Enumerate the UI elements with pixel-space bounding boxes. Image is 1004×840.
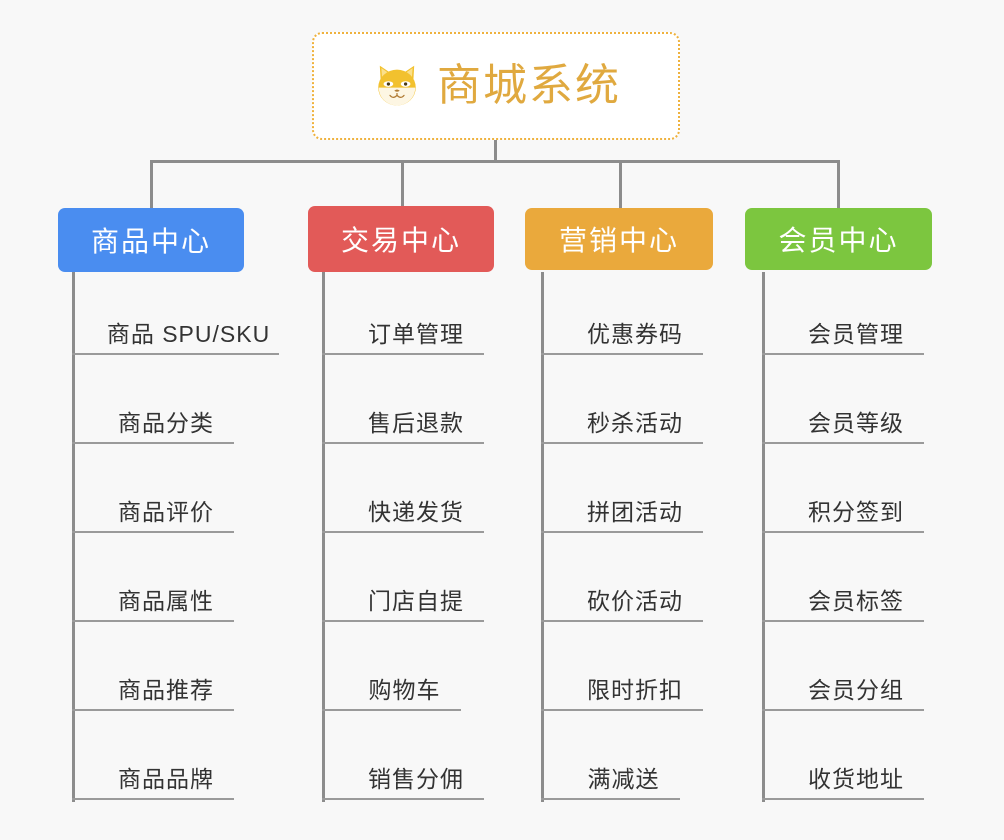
leaf-label: 售后退款 — [368, 409, 464, 436]
leaf-label: 商品属性 — [118, 587, 214, 614]
leaf-label: 商品分类 — [118, 409, 214, 436]
leaf-label: 商品推荐 — [118, 676, 214, 703]
leaf-label: 收货地址 — [808, 765, 904, 792]
leaf-item[interactable]: 订单管理 — [322, 266, 484, 355]
leaf-item[interactable]: 优惠券码 — [541, 266, 703, 355]
leaf-item[interactable]: 会员管理 — [762, 266, 924, 355]
leaf-label: 积分签到 — [808, 498, 904, 525]
leaf-label: 会员分组 — [808, 676, 904, 703]
leaf-item[interactable]: 商品品牌 — [72, 711, 234, 800]
leaf-label: 快递发货 — [368, 498, 464, 525]
category-header-member-center[interactable]: 会员中心 — [745, 208, 932, 270]
category-header-trade-center[interactable]: 交易中心 — [308, 206, 494, 272]
leaf-item[interactable]: 商品属性 — [72, 533, 234, 622]
connector-drop-trade-center — [401, 160, 404, 210]
connector-drop-marketing-center — [619, 160, 622, 210]
leaf-item[interactable]: 满减送 — [541, 711, 680, 800]
leaf-label: 满减送 — [587, 765, 660, 792]
leaf-label: 门店自提 — [368, 587, 464, 614]
leaf-item[interactable]: 销售分佣 — [322, 711, 484, 800]
category-header-product-center[interactable]: 商品中心 — [58, 208, 244, 272]
leaf-item[interactable]: 收货地址 — [762, 711, 924, 800]
leaf-item[interactable]: 门店自提 — [322, 533, 484, 622]
column-spine — [541, 272, 544, 802]
category-title: 会员中心 — [778, 225, 899, 256]
category-title: 营销中心 — [558, 225, 679, 256]
leaf-label: 砍价活动 — [587, 587, 683, 614]
leaf-label: 销售分佣 — [368, 765, 464, 792]
leaf-column-member-center: 会员管理 会员等级 积分签到 会员标签 会员分组 收货地址 — [762, 272, 992, 804]
leaf-column-marketing-center: 优惠券码 秒杀活动 拼团活动 砍价活动 限时折扣 满减送 — [541, 272, 771, 804]
leaf-item[interactable]: 购物车 — [322, 622, 461, 711]
leaf-item[interactable]: 会员标签 — [762, 533, 924, 622]
leaf-item[interactable]: 商品分类 — [72, 355, 234, 444]
leaf-label: 优惠券码 — [587, 320, 683, 347]
connector-horizontal-bus — [150, 160, 840, 163]
connector-drop-product-center — [150, 160, 153, 210]
leaf-label: 拼团活动 — [587, 498, 683, 525]
leaf-label: 会员管理 — [808, 320, 904, 347]
connector-root-trunk — [494, 140, 497, 163]
leaf-label: 订单管理 — [368, 320, 464, 347]
leaf-item[interactable]: 会员分组 — [762, 622, 924, 711]
leaf-label: 购物车 — [368, 676, 441, 703]
leaf-label: 商品 SPU/SKU — [106, 320, 271, 347]
category-title: 交易中心 — [340, 225, 461, 256]
leaf-label: 限时折扣 — [587, 676, 683, 703]
leaf-label: 会员等级 — [808, 409, 904, 436]
shiba-inu-dog-face-icon — [378, 65, 416, 106]
leaf-label: 秒杀活动 — [587, 409, 683, 436]
leaf-label: 会员标签 — [808, 587, 904, 614]
leaf-item[interactable]: 砍价活动 — [541, 533, 703, 622]
leaf-column-trade-center: 订单管理 售后退款 快递发货 门店自提 购物车 销售分佣 — [322, 272, 552, 804]
leaf-label: 商品品牌 — [118, 765, 214, 792]
column-spine — [762, 272, 765, 802]
leaf-item[interactable]: 快递发货 — [322, 444, 484, 533]
leaf-label: 商品评价 — [118, 498, 214, 525]
leaf-item[interactable]: 商品 SPU/SKU — [72, 266, 279, 355]
column-spine — [322, 272, 325, 802]
leaf-item[interactable]: 商品推荐 — [72, 622, 234, 711]
leaf-item[interactable]: 商品评价 — [72, 444, 234, 533]
category-header-marketing-center[interactable]: 营销中心 — [525, 208, 713, 270]
column-spine — [72, 272, 75, 802]
root-title: 商城系统 — [437, 61, 621, 110]
leaf-item[interactable]: 秒杀活动 — [541, 355, 703, 444]
leaf-item[interactable]: 拼团活动 — [541, 444, 703, 533]
root-node[interactable]: 商城系统 — [312, 32, 680, 140]
category-title: 商品中心 — [90, 226, 211, 257]
leaf-item[interactable]: 售后退款 — [322, 355, 484, 444]
leaf-item[interactable]: 积分签到 — [762, 444, 924, 533]
leaf-item[interactable]: 限时折扣 — [541, 622, 703, 711]
leaf-item[interactable]: 会员等级 — [762, 355, 924, 444]
connector-drop-member-center — [837, 160, 840, 210]
leaf-column-product-center: 商品 SPU/SKU 商品分类 商品评价 商品属性 商品推荐 商品品牌 — [72, 272, 302, 804]
